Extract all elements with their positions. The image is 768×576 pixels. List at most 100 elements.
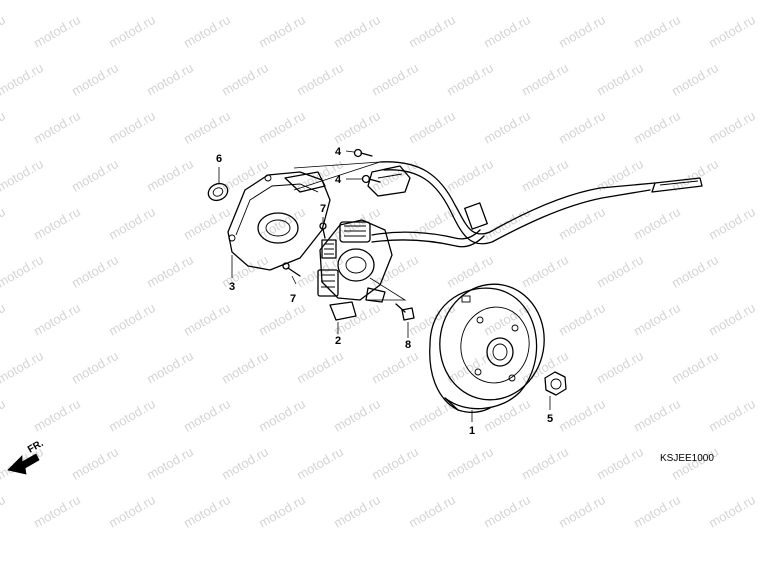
watermark-text: motod.ru — [294, 444, 346, 483]
watermark-text: motod.ru — [69, 0, 121, 3]
watermark-text: motod.ru — [181, 108, 233, 147]
watermark-text: motod.ru — [369, 0, 421, 3]
watermark-text: motod.ru — [594, 252, 646, 291]
watermark-text: motod.ru — [31, 204, 83, 243]
watermark-text: motod.ru — [631, 492, 683, 531]
watermark-text: motod.ru — [331, 204, 383, 243]
watermark-text: motod.ru — [556, 108, 608, 147]
watermark-text: motod.ru — [106, 204, 158, 243]
watermark-text: motod.ru — [481, 12, 533, 51]
watermark-text: motod.ru — [331, 492, 383, 531]
watermark-text: motod.ru — [369, 348, 421, 387]
watermark-text: motod.ru — [181, 204, 233, 243]
bolt-8 — [395, 303, 415, 321]
watermark-text: motod.ru — [294, 0, 346, 3]
watermark-text: motod.ru — [406, 108, 458, 147]
flange-nut — [544, 371, 567, 396]
watermark-text: motod.ru — [256, 108, 308, 147]
watermark-text: motod.ru — [556, 12, 608, 51]
callout-1: 1 — [469, 425, 475, 437]
watermark-text: motod.ru — [369, 252, 421, 291]
watermark-text: motod.ru — [556, 396, 608, 435]
watermark-text: motod.ru — [481, 300, 533, 339]
watermark-text: motod.ru — [0, 0, 46, 3]
flywheel — [429, 283, 545, 414]
watermark-text: motod.ru — [256, 492, 308, 531]
watermark-text: motod.ru — [594, 444, 646, 483]
watermark-text: motod.ru — [69, 348, 121, 387]
watermark-text: motod.ru — [219, 60, 271, 99]
watermark-text: motod.ru — [631, 300, 683, 339]
callout-8: 8 — [405, 339, 411, 351]
watermark-text: motod.ru — [706, 492, 758, 531]
watermark-text: motod.ru — [519, 252, 571, 291]
watermark-text: motod.ru — [706, 204, 758, 243]
watermark-text: motod.ru — [144, 60, 196, 99]
watermark-text: motod.ru — [444, 0, 496, 3]
watermark-text: motod.ru — [219, 0, 271, 3]
watermark-text: motod.ru — [294, 60, 346, 99]
watermark-text: motod.ru — [481, 492, 533, 531]
watermark-text: motod.ru — [594, 348, 646, 387]
watermark-text: motod.ru — [594, 156, 646, 195]
watermark-text: motod.ru — [181, 300, 233, 339]
screw-7a — [319, 222, 327, 239]
watermark-text: motod.ru — [144, 156, 196, 195]
watermark-text: motod.ru — [0, 348, 46, 387]
watermark-text: motod.ru — [144, 348, 196, 387]
watermark-text: motod.ru — [331, 396, 383, 435]
watermark-text: motod.ru — [256, 396, 308, 435]
watermark-text: motod.ru — [556, 300, 608, 339]
watermark-text: motod.ru — [631, 396, 683, 435]
watermark-text: motod.ru — [69, 156, 121, 195]
watermark-text: motod.ru — [631, 12, 683, 51]
watermark-text: motod.ru — [31, 492, 83, 531]
watermark-text: motod.ru — [256, 12, 308, 51]
watermark-text: motod.ru — [444, 156, 496, 195]
watermark-text: motod.ru — [181, 396, 233, 435]
watermark-text: motod.ru — [219, 444, 271, 483]
watermark-text: motod.ru — [481, 108, 533, 147]
watermark-text: motod.ru — [0, 492, 8, 531]
watermark-text: motod.ru — [706, 12, 758, 51]
watermark-text: motod.ru — [669, 0, 721, 3]
wire-clamp — [464, 202, 488, 230]
callout-7a: 7 — [320, 203, 326, 215]
watermark-text: motod.ru — [31, 108, 83, 147]
watermark-text: motod.ru — [631, 204, 683, 243]
watermark-text: motod.ru — [369, 444, 421, 483]
base-plate — [227, 171, 331, 271]
watermark-text: motod.ru — [519, 0, 571, 3]
watermark-text: motod.ru — [69, 252, 121, 291]
watermark-text: motod.ru — [594, 60, 646, 99]
watermark-layer: motod.ru motod.ru motod.ru motod.ru motod.ru… — [0, 0, 758, 531]
callout-4a: 4 — [335, 146, 342, 158]
watermark-text: motod.ru — [69, 444, 121, 483]
watermark-text: motod.ru — [144, 252, 196, 291]
screw-7b — [282, 262, 301, 277]
pulse-generator — [367, 165, 411, 197]
callout-6: 6 — [216, 153, 222, 165]
watermark-text: motod.ru — [406, 300, 458, 339]
oil-seal — [207, 182, 229, 202]
watermark-text: motod.ru — [519, 444, 571, 483]
watermark-text: motod.ru — [706, 396, 758, 435]
watermark-text: motod.ru — [669, 348, 721, 387]
watermark-text: motod.ru — [594, 0, 646, 3]
callout-3: 3 — [229, 281, 235, 293]
watermark-text: motod.ru — [219, 348, 271, 387]
watermark-text: motod.ru — [144, 444, 196, 483]
watermark-text: motod.ru — [31, 300, 83, 339]
screw-4b — [361, 174, 381, 184]
watermark-text: motod.ru — [106, 108, 158, 147]
callout-2: 2 — [335, 335, 341, 347]
screw-4a — [353, 148, 373, 158]
watermark-text: motod.ru — [106, 300, 158, 339]
watermark-text: motod.ru — [69, 60, 121, 99]
callout-4b: 4 — [335, 174, 342, 186]
watermark-text: motod.ru — [106, 12, 158, 51]
watermark-text: motod.ru — [0, 12, 8, 51]
watermark-text: motod.ru — [669, 60, 721, 99]
